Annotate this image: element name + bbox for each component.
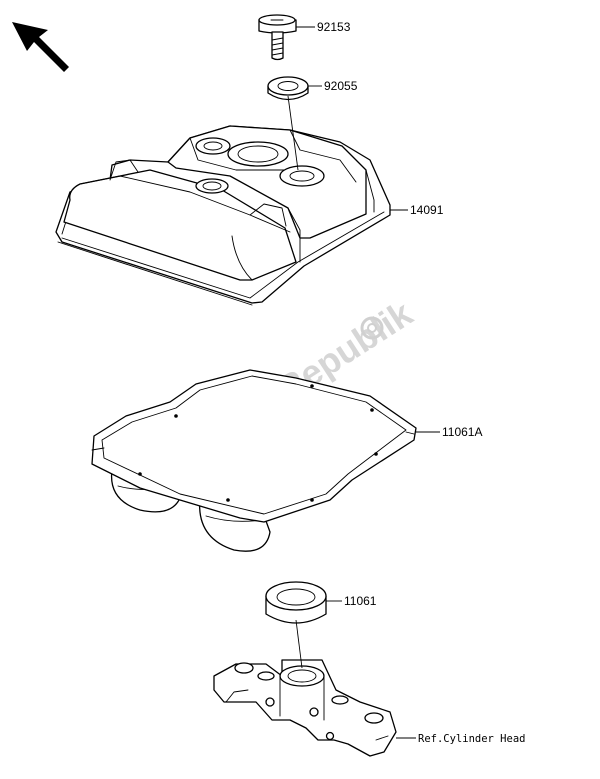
leader-lines [287,26,440,739]
callout-11061a: 11061A [442,425,482,439]
front-direction-arrow-icon [12,22,69,72]
callout-reference: Ref.Cylinder Head [418,733,525,745]
washer-part[interactable] [267,76,309,101]
bolt-part[interactable] [258,14,297,61]
head-cover-gasket-part[interactable] [91,369,417,552]
cylinder-head-reference [213,659,397,757]
callout-92153: 92153 [317,20,351,34]
cylinder-head-cover-part[interactable] [55,125,391,306]
callout-92055: 92055 [324,79,358,93]
gear-logo-icon [360,316,384,340]
plug-hole-gasket-part[interactable] [265,581,327,624]
callout-14091: 14091 [410,203,444,217]
callout-11061: 11061 [344,594,377,608]
